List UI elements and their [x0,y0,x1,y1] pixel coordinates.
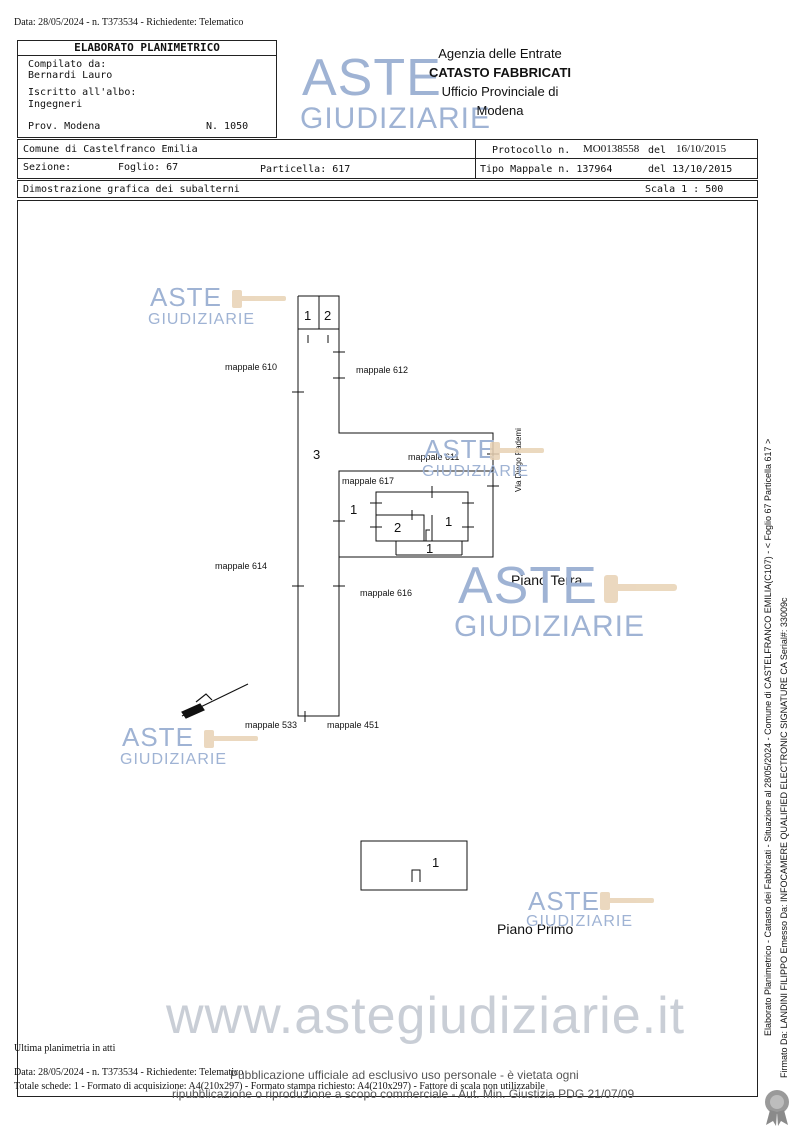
gavel-icon [232,290,242,308]
aste-watermark: ASTE [150,282,222,312]
ultima-planimetria: Ultima planimetria in atti [14,1043,116,1054]
sezione-label: Sezione: [23,162,72,173]
aste-watermark: ASTE [528,886,600,916]
aste-watermark-header: ASTE [302,49,442,107]
label-mappale-611: mappale 611 [408,452,460,462]
tipo-mappale-date: del 13/10/2015 [648,164,733,175]
agency-line1: Agenzia delle Entrate [438,46,562,61]
unit-number: 1 [426,541,434,556]
top-header: Data: 28/05/2024 - n. T373534 - Richiede… [14,17,244,28]
label-mappale-616: mappale 616 [360,588,413,598]
unit-number: 1 [350,502,358,517]
protocollo-del: del [648,145,667,156]
unit-number: 2 [394,520,402,535]
giudiziarie-watermark: GIUDIZIARIE [148,311,256,328]
elaborato-title: ELABORATO PLANIMETRICO [18,41,276,56]
seal-icon [765,1090,789,1126]
comune-row: Comune di Castelfranco Emilia Sezione: F… [17,139,758,179]
giudiziarie-watermark-header: GIUDIZIARIE [300,102,492,135]
unit-number: 1 [445,514,453,529]
elaborato-box: ELABORATO PLANIMETRICO Compilato da: Ber… [17,40,277,138]
giudiziarie-watermark: GIUDIZIARIE [120,751,228,768]
unit-number: 2 [324,308,332,323]
north-arrow-icon [181,683,249,719]
tipo-mappale: Tipo Mappale n. 137964 [480,164,613,175]
side-text-line1: Elaborato Planimetrico - Catasto dei Fab… [763,438,773,1036]
gavel-icon [604,575,618,603]
gavel-icon [204,730,214,748]
label-mappale-612: mappale 612 [356,365,409,375]
num-label: N. 1050 [206,121,249,132]
footer-totale: Totale schede: 1 - Formato di acquisizio… [14,1081,545,1092]
dimostrazione-text: Dimostrazione grafica dei subalterni [23,184,240,195]
particella: Particella: 617 [260,164,351,175]
iscritto-label: Iscritto all'albo: [28,87,137,98]
gavel-icon [490,442,500,460]
label-mappale-614: mappale 614 [215,561,268,571]
protocollo-label: Protocollo n. [492,145,571,156]
label-mappale-451: mappale 451 [327,720,380,730]
label-piano-terra: Piano Terra [511,572,583,588]
scala-text: Scala 1 : 500 [645,184,724,195]
giudiziarie-watermark: GIUDIZIARIE [454,610,646,643]
label-mappale-610: mappale 610 [225,362,278,372]
unit-number: 1 [432,855,440,870]
agency-line3: Ufficio Provinciale di [441,84,559,99]
side-text-line2: Firmato Da: LANDINI FILIPPO Emesso Da: I… [779,597,789,1078]
protocollo-date: 16/10/2015 [676,143,727,155]
dimostrazione-row: Dimostrazione grafica dei subalterni Sca… [17,180,758,198]
protocollo-value: MO0138558 [583,143,640,155]
site-watermark: www.astegiudiziarie.it [166,987,686,1045]
aste-watermark: ASTE [122,722,194,752]
agency-block: Agenzia delle Entrate CATASTO FABBRICATI… [380,44,620,120]
publication-notice-2: ripubblicazione o riproduzione a scopo c… [172,1087,635,1101]
aste-watermark: ASTE [424,434,496,464]
prov-label: Prov. Modena [28,121,101,132]
giudiziarie-watermark: GIUDIZIARIE [526,913,634,930]
compilato-label: Compilato da: [28,59,107,70]
agency-line4: Modena [476,103,524,118]
footer-data-line: Data: 28/05/2024 - n. T373534 - Richiede… [14,1067,244,1078]
compilato-value: Bernardi Lauro [28,70,113,81]
label-mappale-617: mappale 617 [342,476,395,486]
piano-primo-outline [360,840,468,891]
foglio: Foglio: 67 [118,162,179,173]
comune-name: Comune di Castelfranco Emilia [23,144,198,155]
label-mappale-533: mappale 533 [245,720,298,730]
label-piano-primo: Piano Primo [497,921,574,937]
drawing-frame [17,200,758,1097]
gavel-icon [600,892,610,910]
giudiziarie-watermark: GIUDIZIARIE [422,463,530,480]
unit-number: 1 [304,308,312,323]
aste-watermark: ASTE [458,557,598,615]
publication-notice-1: Pubblicazione ufficiale ad esclusivo uso… [230,1068,579,1082]
iscritto-value: Ingegneri [28,99,83,110]
agency-line2: CATASTO FABBRICATI [428,65,572,80]
unit-number: 3 [313,447,321,462]
